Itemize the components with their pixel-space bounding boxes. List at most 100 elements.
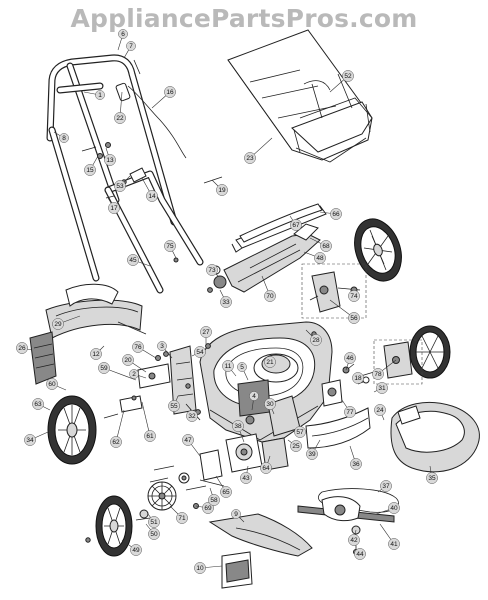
callout-badge (220, 486, 232, 498)
callout-badge (306, 448, 318, 460)
watermark-text: AppliancePartsPros.com (70, 4, 418, 33)
callout-37: 37 (377, 480, 392, 493)
front-baffle[interactable] (45, 283, 143, 339)
callout-badge (157, 341, 167, 351)
callout-number: 76 (134, 344, 142, 351)
callout-40: 40 (375, 502, 400, 515)
callout-number: 2 (132, 371, 136, 378)
callout-number: 77 (346, 409, 354, 416)
callout-39: 39 (306, 439, 321, 460)
rear-wheel-right-lower[interactable] (373, 325, 451, 385)
callout-46: 46 (344, 352, 356, 371)
callout-3: 3 (157, 341, 173, 359)
callout-67: 67 (289, 215, 302, 231)
mulch-plug[interactable] (231, 203, 327, 253)
callout-number: 6 (121, 31, 125, 38)
callout-6: 6 (117, 29, 128, 51)
callout-badge (220, 296, 232, 308)
callout-number: 66 (332, 211, 340, 218)
callout-number: 28 (312, 337, 320, 344)
callout-number: 65 (222, 489, 230, 496)
grass-catcher-bag[interactable] (227, 29, 373, 163)
callout-7: 7 (123, 41, 136, 59)
callout-41: 41 (379, 523, 400, 550)
callout-23: 23 (244, 137, 273, 164)
callout-badge (129, 369, 139, 379)
callout-49: 49 (121, 539, 142, 556)
callout-badge (264, 356, 276, 368)
rear-wheel-left[interactable] (47, 395, 97, 465)
control-cable[interactable] (115, 59, 187, 159)
callout-45: 45 (127, 254, 151, 267)
drive-housing[interactable] (149, 415, 289, 509)
skid-plate[interactable] (208, 513, 313, 557)
callout-badge (98, 362, 110, 374)
callout-number: 15 (86, 167, 94, 174)
callout-badge (52, 318, 64, 330)
callout-badge (348, 290, 360, 302)
callout-badge (104, 154, 116, 166)
callout-number: 25 (292, 443, 300, 450)
rear-wheel-right-upper[interactable] (346, 212, 409, 287)
callout-44: 44 (354, 548, 366, 560)
rear-door[interactable] (267, 395, 371, 449)
callout-badge (231, 509, 241, 519)
callout-62: 62 (110, 409, 125, 448)
callout-number: 59 (100, 365, 108, 372)
callout-badge (314, 252, 326, 264)
callout-58: 58 (208, 487, 220, 506)
callout-number: 70 (266, 293, 274, 300)
callout-4: 4 (249, 391, 259, 411)
callout-16: 16 (151, 86, 176, 109)
callout-21: 21 (264, 356, 276, 368)
callout-number: 49 (132, 547, 140, 554)
rear-shield-bracket[interactable] (223, 223, 321, 293)
callout-number: 64 (262, 465, 270, 472)
callout-number: 13 (106, 157, 114, 164)
callout-badge (222, 360, 234, 372)
callout-badge (208, 494, 220, 506)
callout-53: 53 (114, 175, 131, 192)
callout-number: 18 (354, 375, 362, 382)
callout-badge (388, 538, 400, 550)
height-adjuster-left[interactable] (103, 345, 201, 421)
callout-48: 48 (303, 251, 326, 264)
callout-badge (264, 290, 276, 302)
callout-badge (114, 112, 126, 124)
callout-badge (132, 341, 144, 353)
callout-75: 75 (164, 240, 177, 259)
callout-badge (194, 562, 206, 574)
callout-74: 74 (348, 289, 360, 302)
callout-number: 20 (124, 357, 132, 364)
rear-flap[interactable] (29, 331, 57, 385)
callout-13: 13 (104, 147, 116, 166)
callout-badge (108, 202, 120, 214)
front-wheel[interactable] (95, 495, 133, 557)
callout-2: 2 (129, 369, 147, 379)
callout-number: 69 (204, 505, 212, 512)
callout-number: 63 (34, 401, 42, 408)
callout-number: 48 (316, 255, 324, 262)
callout-badge (206, 264, 218, 276)
callout-badge (264, 398, 276, 410)
callout-badge (164, 240, 176, 252)
side-discharge-chute[interactable] (390, 401, 480, 473)
callout-badge (216, 184, 228, 196)
callout-badge (176, 512, 188, 524)
callout-number: 42 (350, 537, 358, 544)
callout-24: 24 (374, 404, 386, 421)
blade[interactable] (297, 496, 395, 555)
callout-badge (127, 254, 139, 266)
callout-badge (194, 346, 206, 358)
handle-grip[interactable] (221, 551, 253, 589)
callout-badge (232, 420, 244, 432)
callout-number: 39 (308, 451, 316, 458)
callout-5: 5 (237, 362, 249, 381)
callout-badge (182, 434, 194, 446)
upper-handle[interactable] (46, 54, 178, 282)
callout-38: 38 (232, 420, 245, 443)
callout-number: 24 (376, 407, 384, 414)
callout-badge (84, 164, 96, 176)
callout-badge (320, 240, 332, 252)
drive-gear[interactable] (85, 481, 177, 543)
